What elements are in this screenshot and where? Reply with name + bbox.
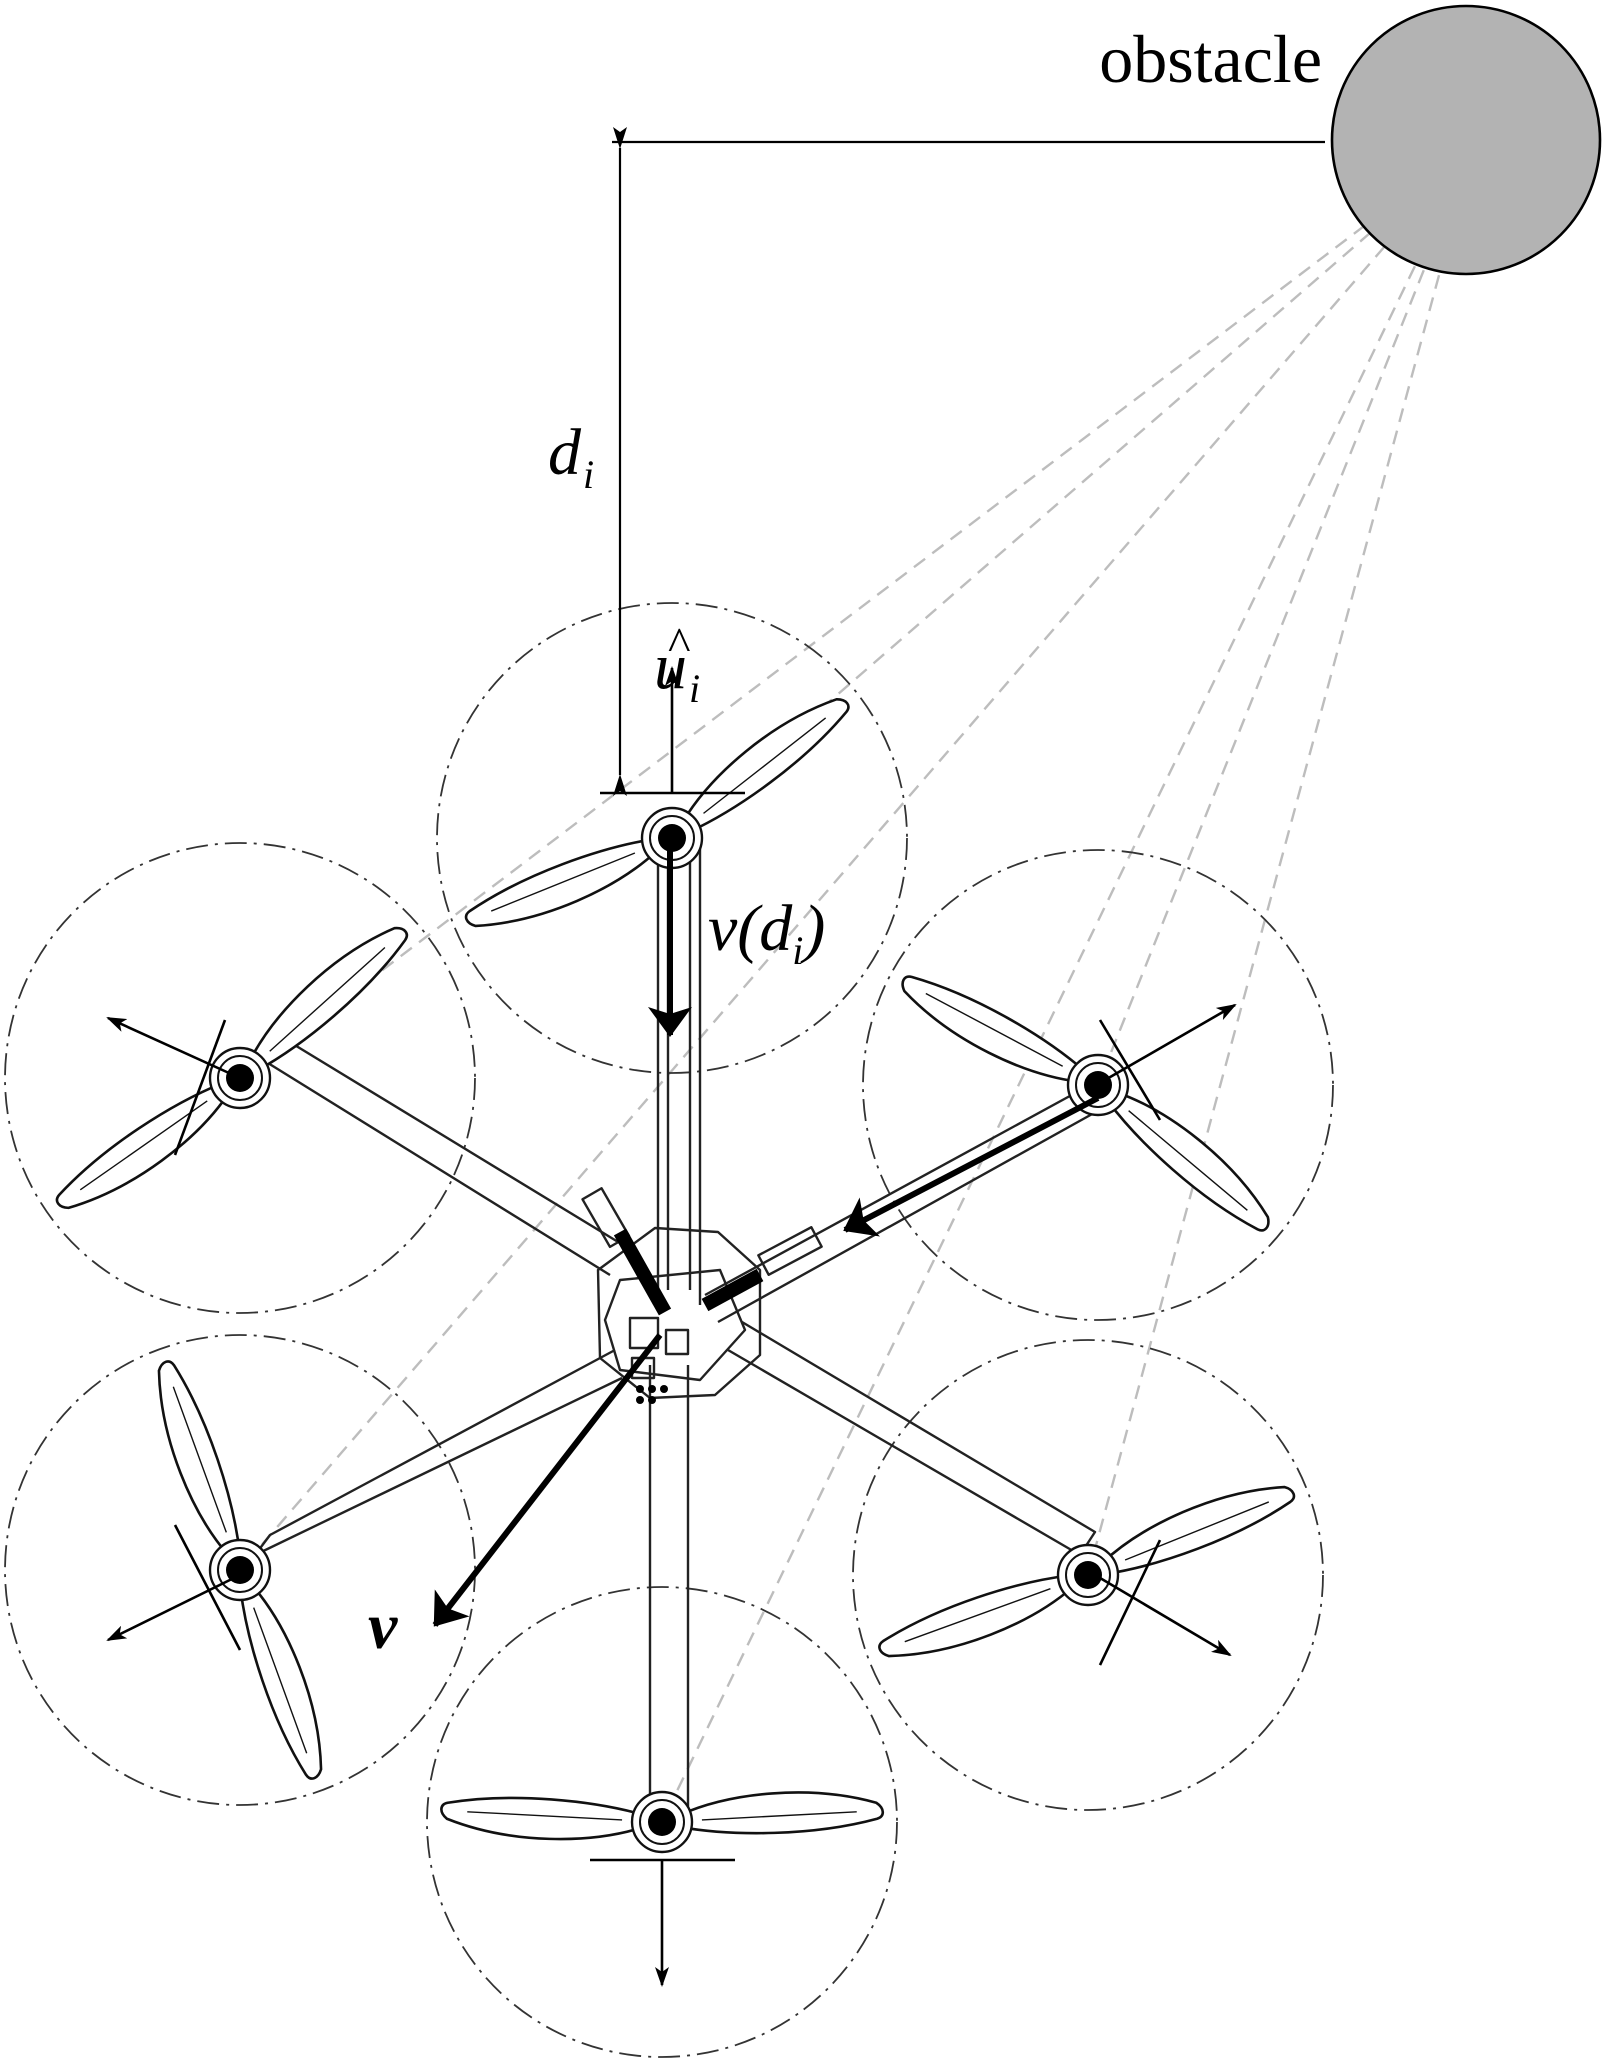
rotors (55, 698, 1296, 1854)
sensor-ray (239, 141, 1476, 1571)
rotor-disk-top (436, 602, 908, 1074)
propeller-blade-edge (467, 1811, 623, 1821)
distance-dimension (612, 127, 1325, 796)
motor-ring (217, 1055, 263, 1101)
rotor-disk-bottom (426, 1586, 898, 2058)
propeller-blade (1100, 1485, 1296, 1576)
direction-hat: ^ (668, 618, 691, 671)
thrust-arrow-lower-right (1094, 1573, 1232, 1657)
propeller-blade (239, 1583, 323, 1780)
propeller-blade-edge (925, 992, 1064, 1067)
propeller-blade-edge (253, 1607, 308, 1754)
rotor-velocity-label: v(di) (708, 892, 825, 973)
motor-ring (639, 1799, 685, 1845)
arm-lower-left (253, 1348, 623, 1557)
sensor-ray (1096, 141, 1477, 1086)
sensor-ray (1086, 141, 1477, 1576)
propeller-blade-edge (701, 1811, 857, 1821)
propeller-blade-edge (172, 1386, 227, 1533)
propeller-blade (247, 926, 409, 1073)
propeller-blade (157, 1360, 241, 1557)
rotor-upper-left (55, 926, 409, 1210)
motor-ring (217, 1547, 263, 1593)
direction-label: ui (654, 630, 700, 711)
propeller-blade (1106, 1090, 1270, 1232)
motor-ring (1065, 1552, 1111, 1598)
sensor-rays (239, 141, 1477, 1823)
propeller-blade (440, 1796, 646, 1841)
motor-hub (1074, 1561, 1102, 1589)
central-hub (581, 1187, 823, 1404)
propeller-blade (878, 1574, 1075, 1658)
sensor-ray (239, 141, 1476, 1079)
thrust-arrow-upper-right (1104, 1003, 1237, 1082)
rotor-disk-upper-right (862, 849, 1334, 1321)
propeller-blade-edge (490, 852, 636, 912)
velocity-arrow (432, 1333, 663, 1627)
thrust-arrows (106, 666, 1237, 1987)
motor-hub (648, 1808, 676, 1836)
propeller-blade (901, 975, 1087, 1084)
distance-label: di (548, 416, 594, 497)
propeller-blade-edge (703, 717, 827, 814)
rotor-upper-right (901, 975, 1270, 1232)
transmitted-velocity-arrow (843, 1095, 1100, 1237)
rotor-lower-left (157, 1360, 323, 1780)
frame-arms (253, 838, 1105, 1812)
sensor-ray (660, 141, 1477, 1823)
propeller-blade (464, 837, 660, 928)
thrust-arrow-upper-left (106, 1016, 241, 1080)
arm-lower-right (727, 1320, 1097, 1557)
obstacle-label: obstacle (1099, 21, 1322, 97)
obstacle-circle (1330, 4, 1602, 276)
propeller-blade-edge (79, 1100, 208, 1191)
propeller-blade-edge (1128, 1110, 1248, 1211)
rotor-bottom (440, 1790, 885, 1854)
rotor-plane-lines (173, 791, 1162, 1862)
velocity-vectors (432, 835, 1100, 1627)
arm-upper-right (704, 1083, 1105, 1324)
propeller-blade-edge (1124, 1501, 1270, 1561)
arm-upper-left (253, 1028, 629, 1277)
motor-ring (1075, 1062, 1121, 1108)
rotor-disk-lower-right (852, 1339, 1324, 1811)
rotor-lower-right (878, 1485, 1296, 1658)
propeller-blade-edge (904, 1588, 1051, 1643)
velocity-label: v (368, 1590, 398, 1663)
thrust-arrow-lower-left (106, 1573, 241, 1642)
rotor-top (464, 698, 850, 928)
motor-hub (1084, 1071, 1112, 1099)
propeller-blade-edge (269, 946, 386, 1052)
propeller-blade (55, 1081, 231, 1210)
propeller-blade (678, 1791, 885, 1835)
rotor-disk-upper-left (4, 842, 476, 1314)
